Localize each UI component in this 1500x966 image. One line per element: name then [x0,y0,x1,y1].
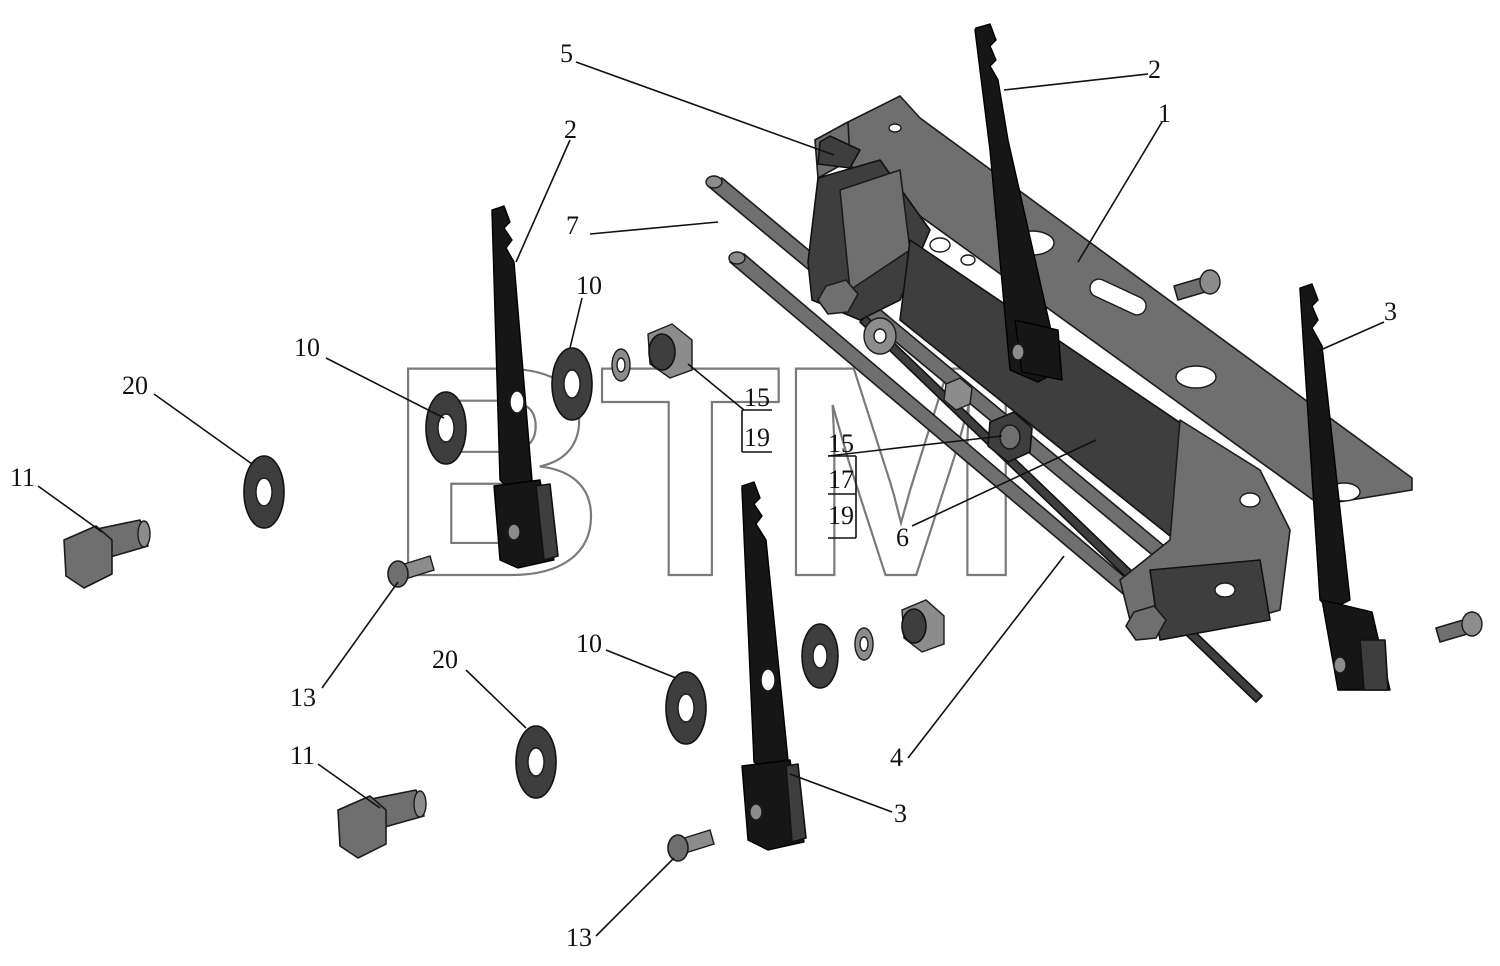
leader-3-bottom [789,773,893,813]
callout-20-b: 20 [432,645,458,674]
callout-5: 5 [560,39,573,68]
callout-6: 6 [896,523,909,552]
callout-20-a: 20 [122,371,148,400]
callout-19-a: 19 [744,423,770,452]
spring-washer-b [854,627,874,661]
washer-10-a [425,391,467,465]
bolt-11-b [337,789,427,859]
callout-3-bottom: 3 [894,799,907,828]
lever-2-left [491,205,559,569]
leader-2-left [515,139,571,263]
rod-nut-hex [987,411,1033,463]
nut-b [901,599,945,653]
leader-lines [37,61,1385,937]
lever-3-bottom [741,481,807,851]
leader-1 [1077,121,1163,263]
screw-right-upper [1173,269,1221,301]
leader-13-b [595,857,675,937]
washer-10-c [665,671,707,745]
callout-10-a: 10 [294,333,320,362]
bolt-11-a [63,519,151,589]
leader-4 [907,555,1065,759]
screw-13-a [387,555,435,588]
rod-washer [863,317,897,355]
leader-10-b [569,297,583,349]
main-bracket [807,95,1413,641]
callout-13-a: 13 [290,683,316,712]
callout-15-b: 15 [828,429,854,458]
spring-washer-a [611,348,631,382]
lever-2-right [974,23,1063,383]
lever-3-right [1299,283,1391,691]
callout-13-b: 13 [566,923,592,952]
washer-flat-right [801,623,839,689]
leader-2-right [1003,73,1149,91]
washer-20-a [243,455,285,529]
nut-a [647,323,693,379]
washer-10-b [551,347,593,421]
leader-15-17-19-b [827,435,1003,457]
callout-11-a: 11 [10,463,35,492]
callout-4: 4 [890,743,903,772]
callout-17-b: 17 [828,465,854,494]
leader-10-c [605,649,677,679]
leader-20-b [465,669,527,729]
callout-15-a: 15 [744,383,770,412]
leader-11-b [317,763,381,809]
callouts: 2 1 5 2 7 3 10 10 20 11 15 19 15 17 19 6… [10,39,1397,952]
leader-5 [575,61,835,156]
leader-3-right [1315,321,1385,353]
screw-13-b [667,829,715,862]
callout-3-right: 3 [1384,297,1397,326]
callout-10-b: 10 [576,271,602,300]
washer-20-b [515,725,557,799]
callout-1: 1 [1158,99,1171,128]
leader-20-a [153,393,253,465]
callout-7: 7 [566,211,579,240]
leader-7 [589,221,719,235]
callout-11-b: 11 [290,741,315,770]
callout-19-b: 19 [828,501,854,530]
screw-right-lower [1435,611,1483,643]
rod-small-nut [943,377,973,411]
leader-13-a [321,581,399,689]
leader-10-a [325,357,445,419]
callout-10-c: 10 [576,629,602,658]
callout-2-left: 2 [564,115,577,144]
callout-2-right: 2 [1148,55,1161,84]
leader-6 [911,439,1097,527]
leader-11-a [37,485,103,533]
leader-15-19-a [687,363,745,411]
